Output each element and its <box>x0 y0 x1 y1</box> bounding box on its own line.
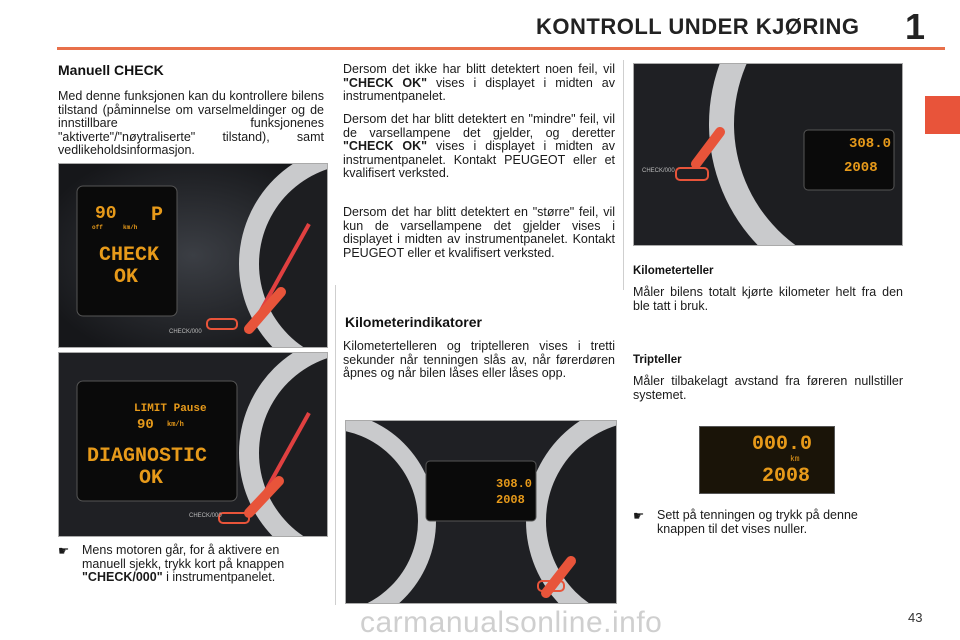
ok-text: OK <box>139 467 164 490</box>
kilometer-indicators-paragraph: Kilometertelleren og triptelleren vises … <box>343 339 615 380</box>
major-fault-paragraph: Dersom det har blitt detektert en "størr… <box>343 205 615 260</box>
odo-readout: 2008 <box>762 465 811 488</box>
manual-check-heading: Manuell CHECK <box>58 62 164 78</box>
diagnostic-ok-illustration <box>59 353 327 536</box>
speed-unit: km/h <box>167 421 184 429</box>
odometer-illustration <box>346 421 616 603</box>
bullet-icon: ☛ <box>633 508 645 523</box>
speed-readout: 90 <box>95 204 117 224</box>
check-ok-label: "CHECK OK" <box>343 139 428 153</box>
bullet-text: Sett på tenningen og trykk på denne knap… <box>657 508 858 536</box>
minor-fault-paragraph: Dersom det har blitt detektert en "mindr… <box>343 112 615 181</box>
odometer-heading: Kilometerteller <box>633 265 714 277</box>
bullet-text: Mens motoren går, for å aktivere en manu… <box>82 543 285 571</box>
watermark: carmanualsonline.info <box>360 606 663 639</box>
bullet-icon: ☛ <box>58 543 70 558</box>
p1-text-end: vises i displayet i midten av instrument… <box>343 75 615 103</box>
check-button-photo: 308.0 2008 CHECK/000 <box>633 63 903 246</box>
p1-text: Dersom det ikke har blitt detektert noen… <box>343 62 615 76</box>
page-title: KONTROLL UNDER KJØRING <box>536 14 860 39</box>
bullet-text-end: i instrumentpanelet. <box>162 570 276 584</box>
column-divider <box>335 285 336 605</box>
trip-heading: Tripteller <box>633 354 682 366</box>
chapter-number: 1 <box>905 6 926 47</box>
check-ok-label: "CHECK OK" <box>343 75 428 90</box>
check-ok-illustration <box>59 164 327 347</box>
check-button-label: CHECK/000 <box>189 513 222 519</box>
ok-text: OK <box>114 266 139 289</box>
check-button-label: CHECK/000 <box>169 329 202 335</box>
trip-zero-readout: 000.0 <box>752 433 813 456</box>
kilometer-indicators-heading: Kilometerindikatorer <box>345 314 482 330</box>
column-divider <box>623 60 624 290</box>
trip-paragraph: Måler tilbakelagt avstand fra føreren nu… <box>633 374 903 402</box>
reset-bullet: ☛ Sett på tenningen og trykk på denne kn… <box>633 508 893 536</box>
diagnostic-ok-photo: LIMIT Pause 90 km/h DIAGNOSTIC OK CHECK/… <box>58 352 328 537</box>
chapter-tab <box>925 96 960 134</box>
p2-text-end: vises i displayet i midten av instrument… <box>343 139 615 180</box>
check-button-label: CHECK/000 <box>642 168 675 174</box>
off-label: off <box>92 224 103 231</box>
page-number: 43 <box>908 610 923 625</box>
speed-readout: 90 <box>137 417 154 433</box>
odometer-paragraph: Måler bilens totalt kjørte kilometer hel… <box>633 285 903 313</box>
check-000-label: "CHECK/000" <box>82 570 163 584</box>
odo-readout: 2008 <box>496 493 525 507</box>
odo-readout: 2008 <box>844 160 878 176</box>
manual-check-paragraph: Med denne funksjonen kan du kontrollere … <box>58 89 324 157</box>
check-ok-photo: 90 km/h off P CHECK OK CHECK/000 <box>58 163 328 348</box>
zeroed-lcd-display: 000.0 km 2008 <box>699 426 835 494</box>
diagnostic-text: DIAGNOSTIC <box>87 445 208 468</box>
header-rule <box>57 47 945 50</box>
odometer-photo: 308.0 2008 <box>345 420 617 604</box>
trip-readout: 308.0 <box>849 136 892 152</box>
gear-indicator: P <box>151 204 164 227</box>
speed-unit: km/h <box>123 224 138 231</box>
no-fault-paragraph: Dersom det ikke har blitt detektert noen… <box>343 62 615 104</box>
check-text: CHECK <box>99 244 160 267</box>
trip-readout: 308.0 <box>496 477 533 491</box>
check-button-illustration <box>634 64 902 245</box>
km-unit: km <box>790 455 800 464</box>
limit-text: LIMIT Pause <box>134 403 207 415</box>
manual-check-bullet: ☛ Mens motoren går, for å aktivere en ma… <box>58 543 318 585</box>
p2-text: Dersom det har blitt detektert en "mindr… <box>343 112 615 140</box>
